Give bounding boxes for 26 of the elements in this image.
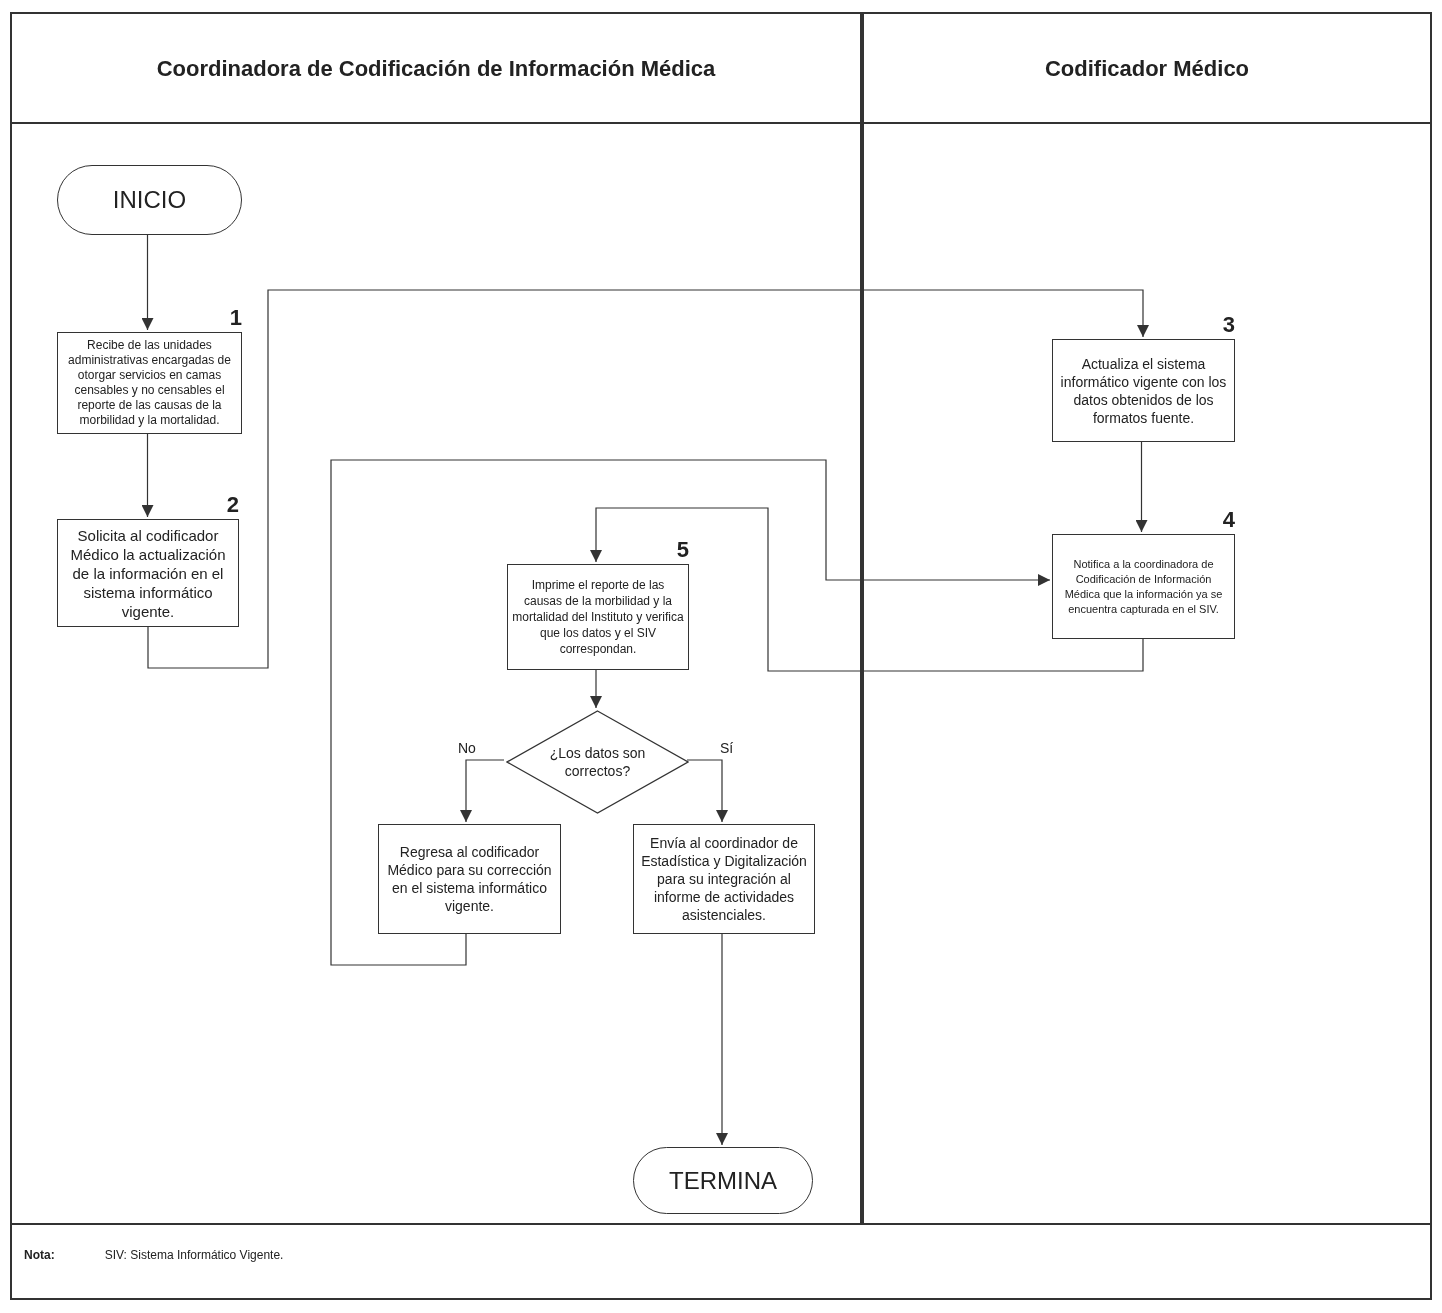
lane-heading: Coordinadora de Codificación de Información Médica: [156, 54, 716, 83]
note-text: SIV: Sistema Informático Vigente.: [104, 1246, 284, 1264]
step-text: Regresa al codificador Médico para su corrección en el sistema informático vigente.: [386, 843, 553, 915]
lane-heading: Codificador Médico: [1044, 54, 1250, 83]
step-number: 2: [226, 493, 239, 517]
connector-arrow: [686, 759, 728, 823]
swimlane: [10, 12, 862, 1225]
connector-arrow: [460, 759, 505, 823]
step-number: 4: [1222, 508, 1235, 532]
step-text: Recibe de las unidades administrativas encargadas de otorgar servicios en camas censables y no censables el reporte de las causas de la morbilidad y la mortalidad.: [67, 338, 232, 428]
swimlane: [862, 12, 1432, 1225]
connector-arrow: [330, 459, 1051, 966]
step-text: INICIO: [112, 185, 187, 215]
connector-arrow: [590, 507, 1144, 672]
step-text: Imprime el reporte de las causas de la morbilidad y la mortalidad del Instituto y verifica que los datos y el SIV correspondan.: [512, 577, 684, 657]
step-number: 1: [229, 306, 242, 330]
step-text: TERMINA: [669, 1165, 777, 1196]
step-number: 5: [676, 538, 689, 562]
step-text: Solicita al codificador Médico la actualización de la información en el sistema informático vigente.: [69, 525, 227, 621]
note-label: Nota:: [24, 1246, 55, 1264]
step-text: ¿Los datos son correctos?: [548, 744, 647, 780]
step-text: Actualiza el sistema informático vigente con los datos obtenidos de los formatos fuente.: [1059, 354, 1228, 427]
step-text: Notifica a la coordinadora de Codificación de Información Médica que la información ya se encuentra capturada en el SIV.: [1063, 556, 1224, 617]
connector-arrow: [147, 289, 1149, 669]
step-text: Envía al coordinador de Estadística y Digitalización para su integración al informe de actividades asistenciales.: [640, 834, 808, 924]
step-number: 3: [1222, 313, 1235, 337]
